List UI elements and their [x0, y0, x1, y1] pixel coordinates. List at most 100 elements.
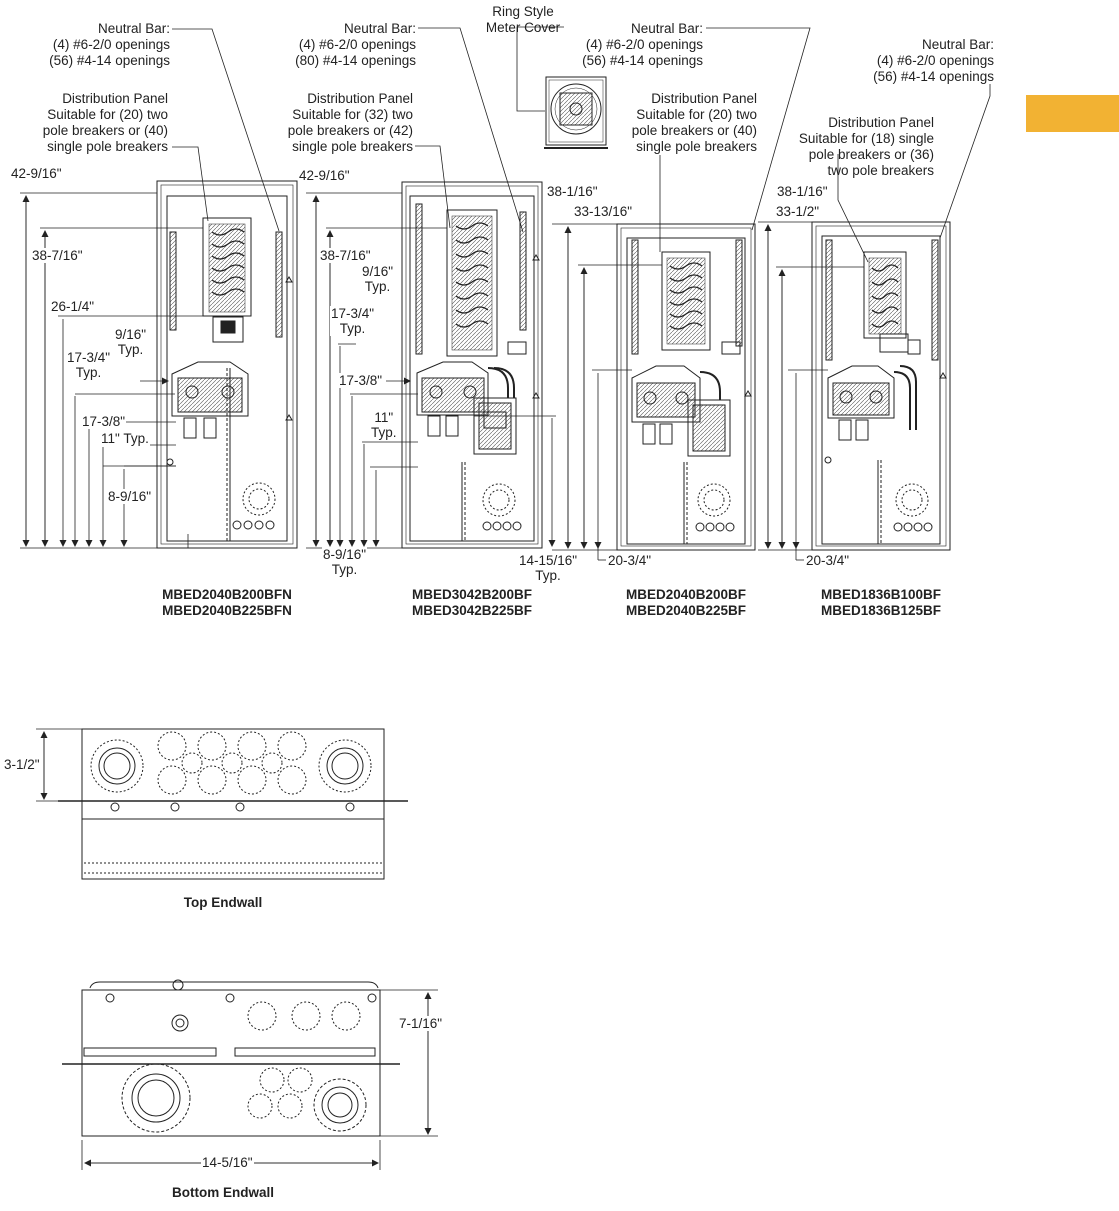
panel-2-dim-6: 11" Typ. [370, 410, 398, 440]
callout-line: pole breakers or (40) [42, 123, 168, 138]
callout-line: Suitable for (20) two [636, 107, 757, 122]
dim-note: Typ. [117, 342, 144, 357]
panel-3-enclosure [616, 223, 756, 551]
top-endwall-caption: Top Endwall [183, 895, 263, 910]
panel-1-models: MBED2040B200BFN MBED2040B225BFN [157, 587, 297, 619]
panel-1-distribution-callout: Distribution Panel Suitable for (20) two… [43, 91, 168, 155]
dim-note: Typ. [331, 562, 358, 577]
panel-1-enclosure [156, 180, 298, 549]
callout-line: (80) #4-14 openings [295, 53, 416, 68]
model-number: MBED1836B125BF [820, 603, 942, 618]
bottom-endwall-drawing [62, 979, 400, 1137]
dim-value: 17-3/4" [67, 350, 111, 365]
dim-value: 9/16" [362, 264, 394, 279]
callout-line: Distribution Panel [62, 91, 168, 106]
callout-line: single pole breakers [292, 139, 413, 154]
callout-line: (4) #6-2/0 openings [298, 37, 416, 52]
model-number: MBED3042B200BF [411, 587, 533, 602]
dim-note: Typ. [339, 321, 366, 336]
panel-4-neutral-bar-callout: Neutral Bar: (4) #6-2/0 openings (56) #4… [873, 37, 994, 85]
callout-line: Ring Style [492, 4, 554, 19]
callout-line: (56) #4-14 openings [873, 69, 994, 84]
callout-line: Distribution Panel [651, 91, 757, 106]
dim-note: Typ. [364, 279, 391, 294]
callout-line: pole breakers or (40) [631, 123, 757, 138]
panel-1-dim-7: 11" Typ. [100, 431, 150, 446]
panel-1-dim-8: 8-9/16" [107, 489, 153, 504]
dim-note: Typ. [371, 425, 397, 440]
panel-2-dim-4: 17-3/4" Typ. [330, 306, 376, 336]
panel-4-distribution-callout: Distribution Panel Suitable for (18) sin… [799, 115, 934, 179]
model-number: MBED2040B225BF [625, 603, 747, 618]
section-tab [1026, 95, 1119, 132]
callout-line: (4) #6-2/0 openings [876, 53, 994, 68]
panel-4-height-dim: 38-1/16" [776, 184, 829, 199]
panel-3-height-dim: 38-1/16" [546, 184, 599, 199]
panel-1-dim-3: 26-1/4" [50, 299, 96, 314]
model-number: MBED2040B225BFN [162, 603, 292, 618]
callout-line: pole breakers or (36) [808, 147, 934, 162]
panel-1-dim-4: 9/16" Typ. [114, 327, 148, 357]
panel-1-dim-2: 38-7/16" [31, 248, 84, 263]
callout-line: Suitable for (20) two [47, 107, 168, 122]
callout-line: Neutral Bar: [630, 21, 703, 36]
callout-line: Neutral Bar: [97, 21, 170, 36]
panel-2-neutral-bar-callout: Neutral Bar: (4) #6-2/0 openings (80) #4… [295, 21, 416, 69]
dim-value: 14-15/16" [519, 553, 578, 568]
panel-2-dim-2: 38-7/16" [319, 248, 372, 263]
panel-2-distribution-callout: Distribution Panel Suitable for (32) two… [288, 91, 413, 155]
callout-line: Distribution Panel [307, 91, 413, 106]
callout-line: Meter Cover [485, 20, 561, 35]
callout-line: (4) #6-2/0 openings [52, 37, 170, 52]
callout-line: single pole breakers [636, 139, 757, 154]
panel-3-neutral-bar-callout: Neutral Bar: (4) #6-2/0 openings (56) #4… [582, 21, 703, 69]
panel-2-enclosure [401, 181, 543, 549]
panel-2-dim-8: 14-15/16" Typ. [518, 553, 579, 583]
model-number: MBED3042B225BF [411, 603, 533, 618]
panel-4-dim-3: 20-3/4" [805, 553, 851, 568]
dim-value: 17-3/4" [331, 306, 375, 321]
panel-3-dim-3: 20-3/4" [607, 553, 653, 568]
panel-4-enclosure [811, 221, 951, 551]
panel-1-neutral-bar-callout: Neutral Bar: (4) #6-2/0 openings (56) #4… [49, 21, 170, 69]
callout-line: Suitable for (32) two [292, 107, 413, 122]
panel-1-height-dim: 42-9/16" [10, 166, 63, 181]
dim-note: Typ. [535, 568, 561, 583]
panel-2-height-dim: 42-9/16" [298, 168, 351, 183]
callout-line: (56) #4-14 openings [49, 53, 170, 68]
panel-3-dim-2: 33-13/16" [573, 204, 634, 219]
model-number: MBED2040B200BF [625, 587, 747, 602]
callout-line: two pole breakers [827, 163, 934, 178]
callout-line: pole breakers or (42) [287, 123, 413, 138]
dim-value: 8-9/16" [323, 547, 367, 562]
callout-line: Neutral Bar: [921, 37, 994, 52]
bottom-endwall-caption: Bottom Endwall [172, 1185, 274, 1200]
callout-line: Suitable for (18) single [798, 131, 934, 146]
top-endwall-drawing [58, 728, 408, 880]
panel-2-dim-5: 17-3/8" [338, 373, 384, 388]
panel-2-models: MBED3042B200BF MBED3042B225BF [402, 587, 542, 619]
panel-2-dim-7: 8-9/16" Typ. [322, 547, 368, 577]
panel-1-dim-5: 17-3/4" Typ. [66, 350, 112, 380]
callout-line: Neutral Bar: [343, 21, 416, 36]
top-endwall-depth-dim: 3-1/2" [3, 757, 41, 772]
dim-value: 11" [374, 410, 394, 425]
model-number: MBED1836B100BF [820, 587, 942, 602]
callout-line: Distribution Panel [828, 115, 934, 130]
meter-cover-drawing [544, 76, 608, 149]
meter-cover-callout: Ring Style Meter Cover [478, 4, 568, 36]
callout-line: (56) #4-14 openings [582, 53, 703, 68]
panel-1-dim-6: 17-3/8" [81, 414, 127, 429]
panel-4-dim-2: 33-1/2" [775, 204, 821, 219]
model-number: MBED2040B200BFN [162, 587, 292, 602]
panel-3-models: MBED2040B200BF MBED2040B225BF [617, 587, 755, 619]
dim-value: 9/16" [115, 327, 147, 342]
callout-line: single pole breakers [47, 139, 168, 154]
panel-2-dim-3: 9/16" Typ. [361, 264, 395, 294]
bottom-endwall-depth-dim: 7-1/16" [398, 1016, 444, 1031]
panel-4-models: MBED1836B100BF MBED1836B125BF [808, 587, 954, 619]
callout-line: (4) #6-2/0 openings [585, 37, 703, 52]
dim-note: Typ. [75, 365, 102, 380]
